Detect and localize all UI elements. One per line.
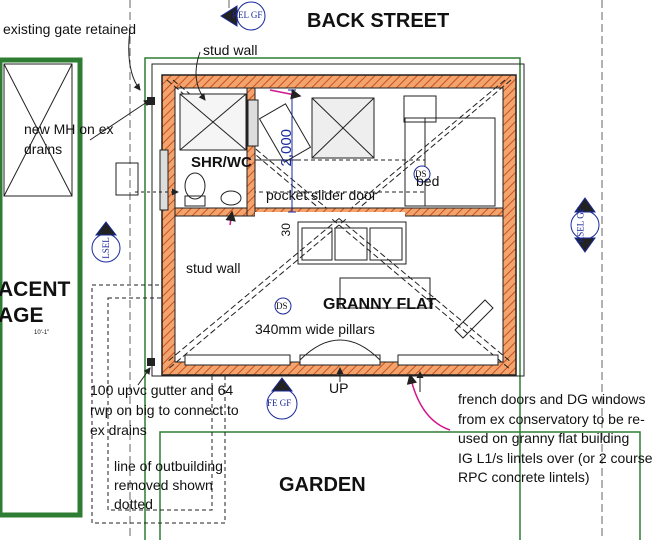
garden-label: GARDEN [279,474,366,496]
french-doors-note-5: RPC concrete lintels) [458,469,590,485]
downpipes [115,97,155,366]
manhole-label-2: drains [24,141,63,157]
pocket-door-label: pocket slider door [266,187,377,203]
french-doors-note-4: IG L1/s lintels over (or 2 course [458,450,653,466]
dimension-2000-label: 2,000 [278,128,296,167]
leader-lines [89,29,424,392]
pillars-label: 340mm wide pillars [255,321,375,337]
dimension-30-label: 30 [278,223,293,237]
outbuilding-note-3: dotted [114,496,153,512]
ds-marker-bedroom: DS [415,169,427,179]
french-doors-note-2: from ex conservatory to be re- [458,411,645,427]
internal-walls [174,87,504,218]
gutter-note-1: 100 upvc gutter and 64 [90,382,234,398]
pink-arrows [225,89,451,431]
ds-marker-living: DS [276,301,288,311]
section-markers [91,1,600,420]
removed-outbuilding-inner [107,297,213,511]
up-label: UP [329,380,349,396]
shower-wc-fixtures [159,93,259,211]
street-label: BACK STREET [307,10,450,32]
adjacent-label-1: ACENT [0,278,71,301]
french-doors-note-1: french doors and DG windows [458,391,646,407]
gutter-note-3: ex drains [90,422,147,438]
stud-wall-top-label: stud wall [203,42,258,58]
gutter-note-2: rwp on big to connect to [90,402,239,418]
bed-label: bed [416,173,440,189]
stud-wall-left-label: stud wall [186,260,241,276]
french-doors-note-3: used on granny flat building [458,430,630,446]
outbuilding-note-2: removed shown [114,477,213,493]
rsel-gf-marker: RSEL GF [575,207,586,243]
granny-flat-label: GRANNY FLAT [323,296,437,313]
gate-label: existing gate retained [3,21,137,37]
fe-gf-marker: FE GF [267,398,292,408]
boundary-lines [144,57,641,540]
manhole-label-1: new MH on ex [24,121,114,137]
outbuilding-note-1: line of outbuilding [114,458,223,474]
removed-outbuilding-outline [91,284,226,524]
shower-wc-label: SHR/WC [191,154,252,171]
adjacent-dimension: 10'-1" [34,330,50,336]
lsel-marker: LSEL [100,237,111,259]
bedroom-furniture [254,95,496,207]
rel-gf-marker: REL GF [232,10,263,20]
adjacent-garage [0,57,83,518]
front-openings [184,339,499,366]
living-furniture [297,221,494,339]
adjacent-label-2: AGE [0,304,44,327]
